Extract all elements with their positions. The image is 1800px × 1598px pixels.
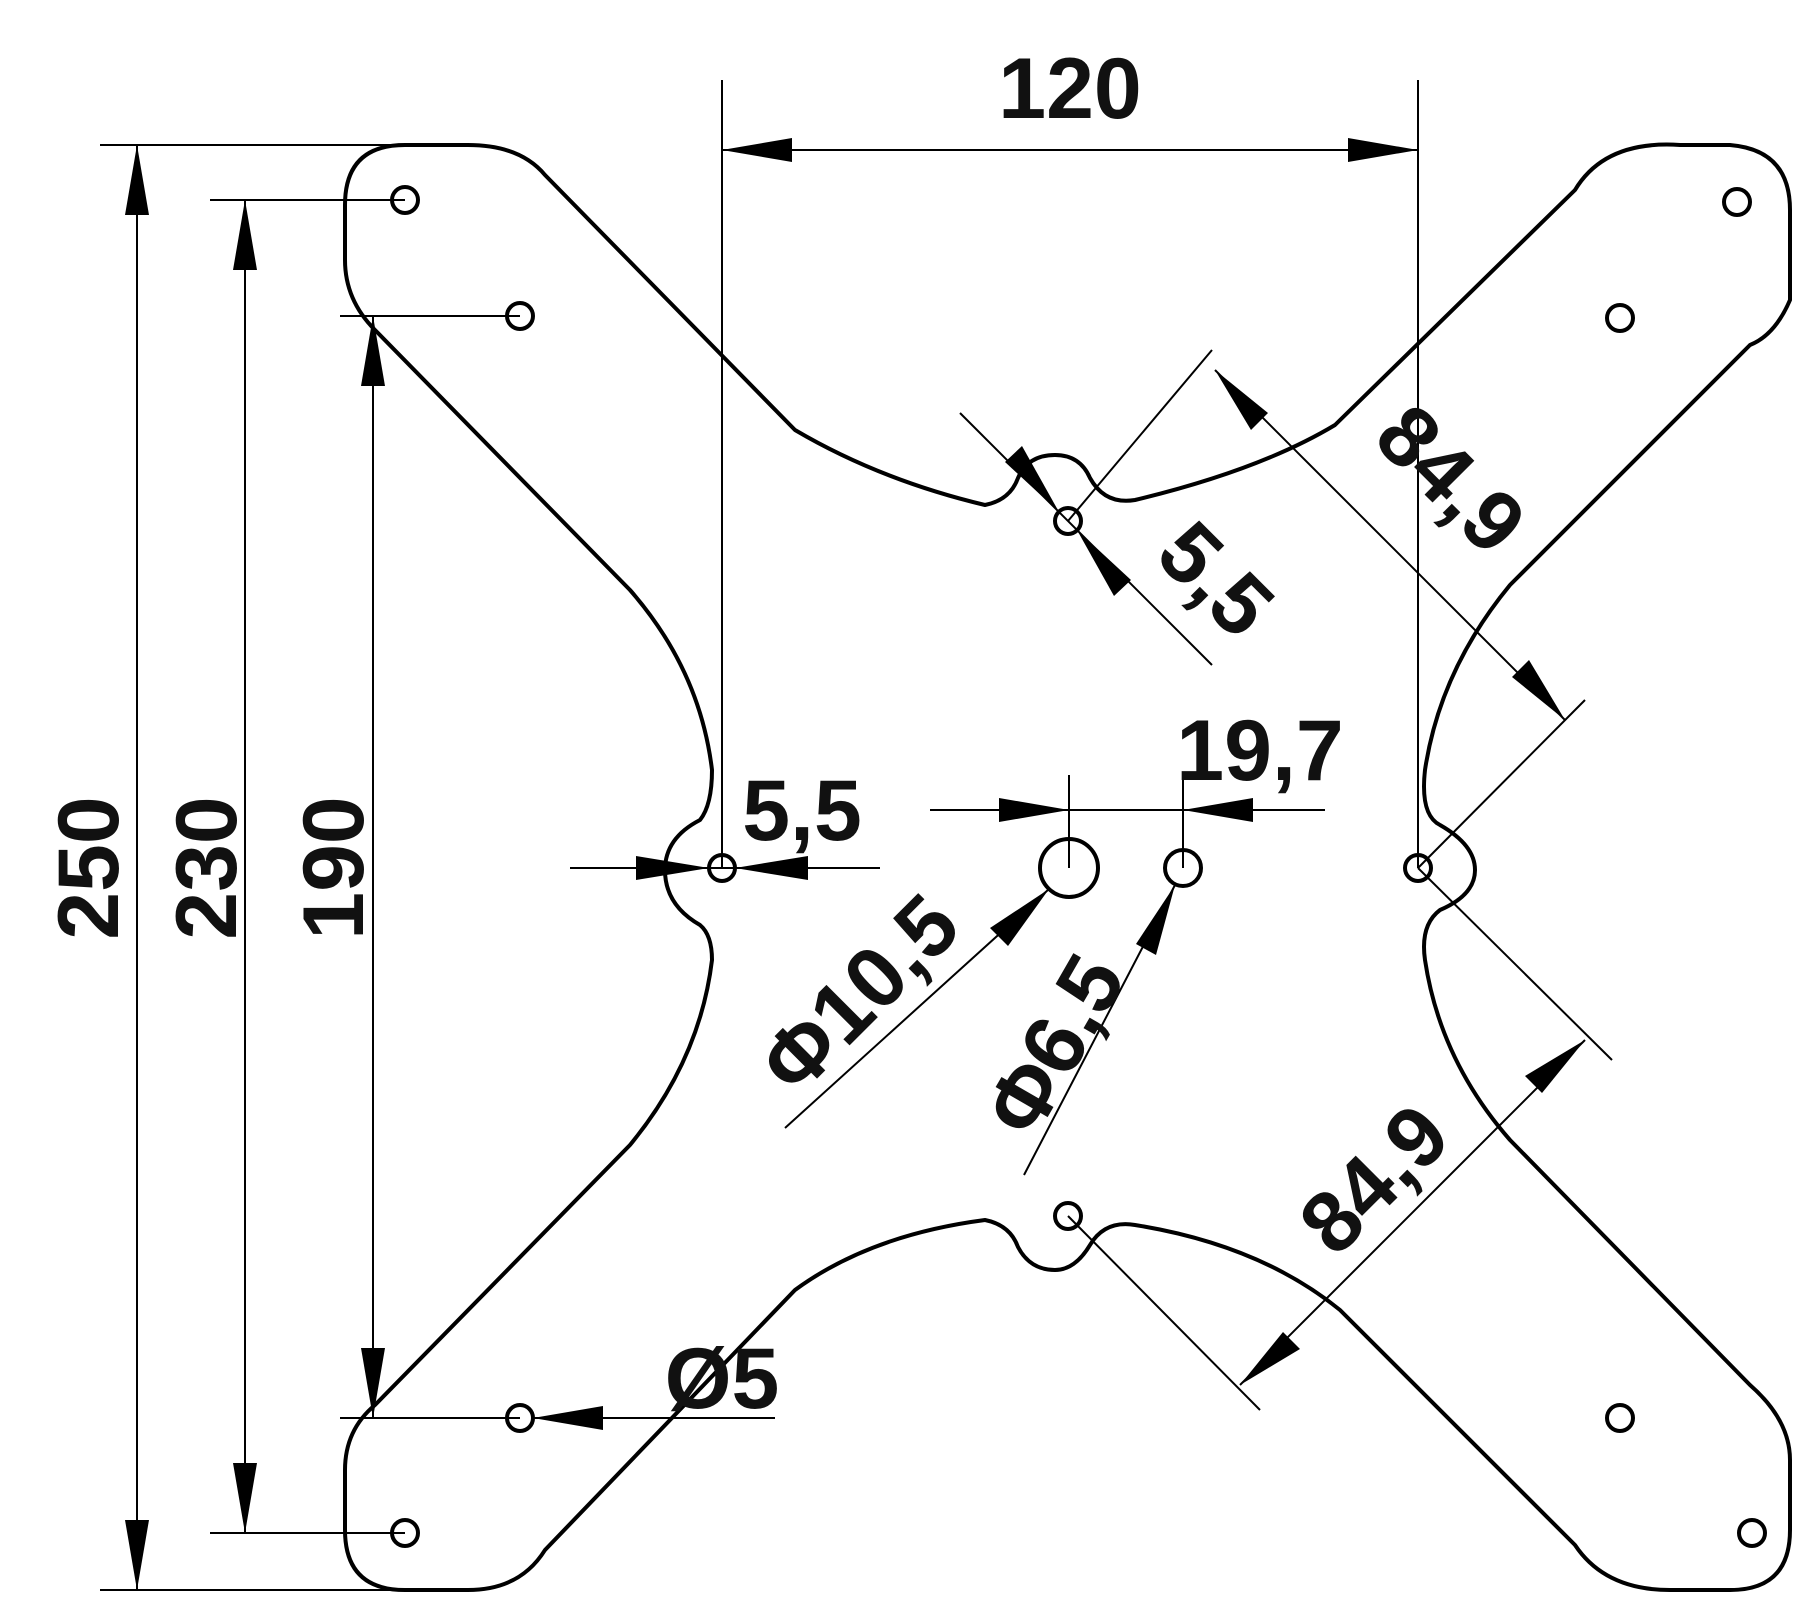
hole-top-right-inner (1605, 303, 1635, 333)
dimension-190 (340, 315, 520, 1419)
label-slot-top: 5,5 (1139, 503, 1291, 655)
mounting-holes (390, 185, 1767, 1548)
label-250: 250 (41, 796, 137, 940)
dimension-230 (210, 199, 405, 1534)
label-190: 190 (286, 796, 382, 940)
dimension-84-9-upper (1067, 349, 1586, 869)
hole-bottom-right-inner (1605, 1403, 1635, 1433)
label-84-9-upper: 84,9 (1357, 386, 1543, 572)
plate-outline (343, 142, 1792, 1592)
dimension-slot-top (959, 412, 1213, 666)
dimension-slot-side (570, 856, 880, 880)
label-120: 120 (998, 41, 1142, 137)
hole-bottom-center (1053, 1201, 1083, 1231)
label-small-diameter: Φ6,5 (966, 939, 1144, 1152)
hole-top-center (1053, 506, 1083, 536)
dimension-19-7 (930, 775, 1325, 868)
leader-center-large (784, 888, 1050, 1129)
dimension-120 (721, 80, 1419, 868)
label-corner-diameter: Ø5 (665, 1331, 780, 1427)
label-19-7: 19,7 (1176, 703, 1343, 799)
label-slot-side: 5,5 (742, 763, 862, 859)
dimension-250 (100, 144, 405, 1591)
label-230: 230 (159, 796, 255, 940)
leader-corner-hole (533, 1406, 775, 1430)
hole-bottom-right-outer (1737, 1518, 1767, 1548)
hole-top-right-outer (1722, 187, 1752, 217)
dimension-84-9-lower (1067, 867, 1613, 1411)
leader-offset-small (1023, 884, 1176, 1176)
label-center-diameter: Φ10,5 (741, 876, 977, 1112)
label-84-9-lower: 84,9 (1281, 1086, 1467, 1272)
